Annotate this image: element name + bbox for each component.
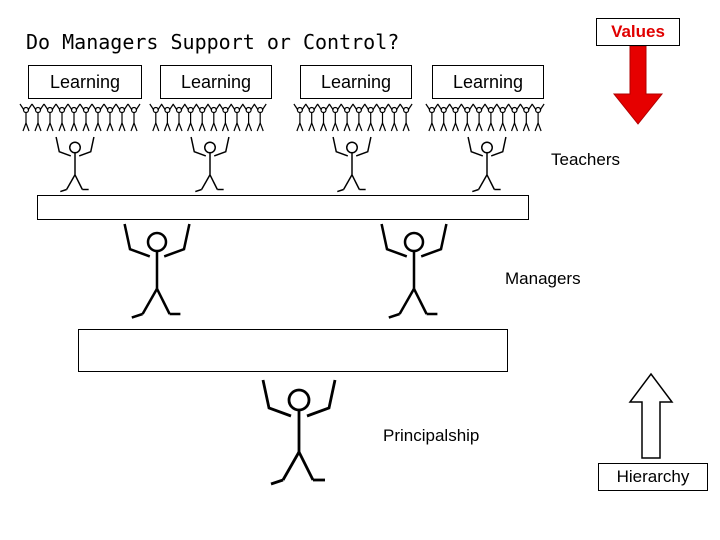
- teachers-plank: [37, 195, 529, 220]
- learning-box-4: Learning: [432, 65, 544, 99]
- student-figure: [508, 103, 521, 132]
- managers-label: Managers: [505, 269, 581, 288]
- student-figure: [352, 103, 366, 132]
- student-figure: [127, 103, 141, 132]
- student-figure: [364, 103, 378, 132]
- student-figure: [55, 103, 69, 132]
- student-figure: [449, 103, 462, 132]
- outline-up-arrow-icon: [628, 372, 674, 459]
- student-figure: [460, 103, 474, 132]
- hierarchy-box: Hierarchy: [598, 463, 708, 491]
- student-figure: [172, 103, 186, 132]
- teacher-figure-2: [190, 136, 230, 193]
- student-figure: [519, 103, 533, 132]
- student-figure: [160, 103, 174, 132]
- student-figure: [376, 103, 389, 132]
- people-figures: [55, 136, 507, 486]
- student-figure: [484, 103, 498, 132]
- student-figure: [242, 103, 256, 132]
- student-figure: [305, 103, 319, 132]
- student-figure: [531, 103, 545, 132]
- student-figure: [230, 103, 244, 132]
- student-figure: [496, 103, 510, 132]
- student-figure: [91, 103, 105, 132]
- red-down-arrow-icon: [612, 46, 664, 125]
- student-figure: [43, 103, 57, 132]
- students-crowd: [19, 103, 545, 132]
- student-figure: [19, 103, 33, 132]
- student-figure: [253, 103, 267, 132]
- student-figure: [293, 103, 307, 132]
- student-figure: [67, 103, 81, 132]
- student-figure: [317, 103, 330, 132]
- student-figure: [184, 103, 198, 132]
- learning-box-2: Learning: [160, 65, 272, 99]
- student-figure: [149, 103, 163, 132]
- teacher-figure-4: [467, 136, 507, 193]
- student-figure: [425, 103, 439, 132]
- student-figure: [195, 103, 209, 132]
- principalship-label: Principalship: [383, 426, 480, 445]
- student-figure: [340, 103, 354, 132]
- student-figure: [328, 103, 342, 132]
- student-figure: [31, 103, 45, 132]
- teacher-figure-1: [55, 136, 95, 193]
- learning-box-3: Learning: [300, 65, 412, 99]
- student-figure: [115, 103, 129, 132]
- student-figure: [218, 103, 232, 132]
- student-figure: [103, 103, 117, 132]
- teachers-label: Teachers: [551, 150, 620, 169]
- diagram-title: Do Managers Support or Control?: [26, 30, 400, 54]
- manager-figure-2: [380, 223, 448, 319]
- student-figure: [472, 103, 486, 132]
- student-figure: [387, 103, 401, 132]
- student-figure: [399, 103, 413, 132]
- principal-figure: [261, 379, 337, 486]
- manager-figure-1: [123, 223, 191, 319]
- values-box: Values: [596, 18, 680, 46]
- teacher-figure-3: [332, 136, 372, 193]
- learning-box-1: Learning: [28, 65, 142, 99]
- student-figure: [207, 103, 221, 132]
- managers-plank: [78, 329, 508, 372]
- student-figure: [437, 103, 451, 132]
- student-figure: [79, 103, 93, 132]
